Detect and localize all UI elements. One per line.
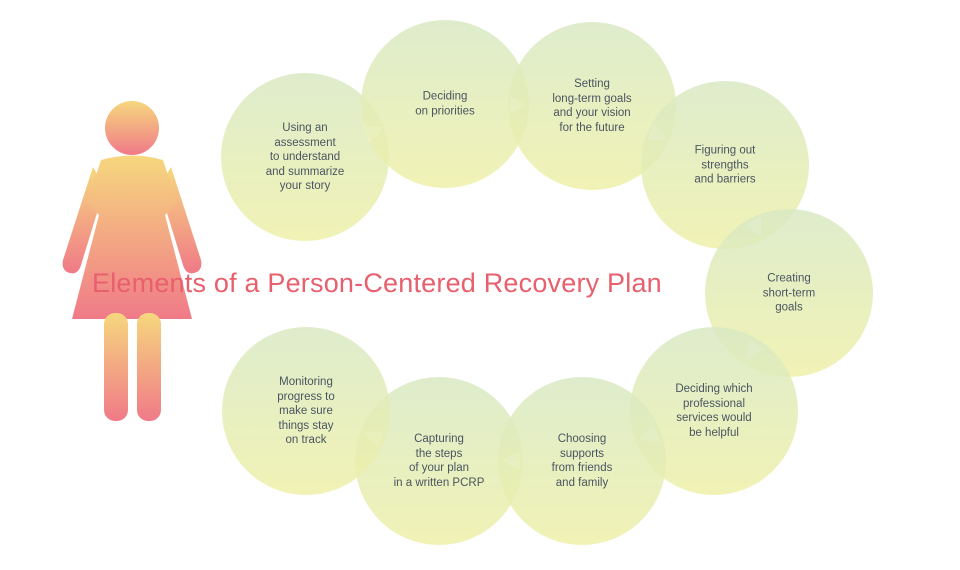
step-circle-professional-services — [630, 327, 798, 495]
step-label-assessment: Using an assessment to understand and su… — [265, 121, 345, 192]
step-label-professional-services: Deciding which professional services wou… — [675, 383, 753, 439]
step-circle-priorities — [361, 20, 529, 188]
step-circle-written-pcrp — [355, 377, 523, 545]
figure-dress — [72, 155, 192, 319]
step-circle-monitoring — [222, 327, 390, 495]
step-label-priorities: Deciding on priorities — [415, 90, 475, 118]
step-label-short-term-goals: Creating short-term goals — [762, 272, 816, 314]
step-circle-long-term-goals — [508, 22, 676, 190]
diagram-title: Elements of a Person-Centered Recovery P… — [92, 268, 662, 298]
step-label-supports: Choosing supports from friends and famil… — [551, 433, 613, 489]
step-label-written-pcrp: Capturing the steps of your plan in a wr… — [393, 433, 485, 489]
figure-right-leg — [137, 313, 161, 421]
step-label-long-term-goals: Setting long-term goals and your vision … — [552, 78, 632, 134]
step-circle-assessment — [221, 73, 389, 241]
step-label-monitoring: Monitoring progress to make sure things … — [277, 375, 335, 446]
figure-head — [105, 101, 159, 155]
woman-figure-icon — [62, 101, 202, 421]
step-circle-strengths — [641, 81, 809, 249]
step-label-strengths: Figuring out strengths and barriers — [694, 144, 756, 186]
figure-left-leg — [104, 313, 128, 421]
step-circle-supports — [498, 377, 666, 545]
